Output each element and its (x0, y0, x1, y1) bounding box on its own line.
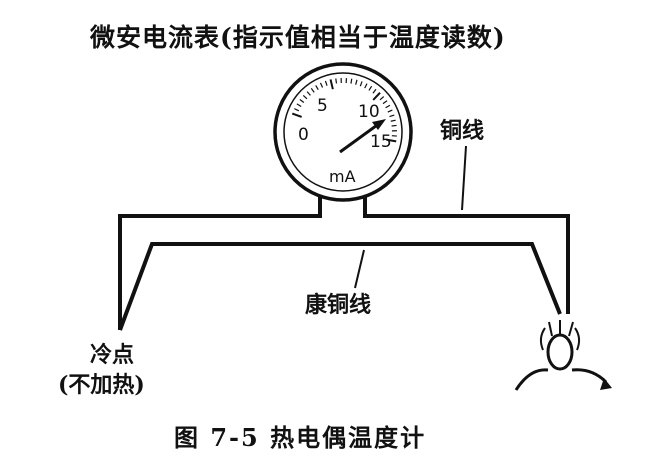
heat-mark-right (568, 321, 574, 337)
scale-label-0: 0 (298, 125, 309, 145)
scale-tick (324, 80, 328, 86)
heat-mark-left (548, 321, 553, 337)
scale-label-10: 10 (358, 102, 380, 122)
scale-tick (359, 81, 363, 87)
cold-junction-label: 冷点 (90, 342, 134, 368)
scale-tick (294, 108, 300, 112)
scale-tick (382, 100, 388, 105)
meter-case (273, 62, 413, 202)
burner-outline (514, 368, 608, 391)
figure-caption: 图 7-5 热电偶温度计 (174, 423, 426, 452)
scale-tick (350, 78, 353, 84)
scale-tick (368, 85, 373, 91)
scale-tick (329, 79, 334, 90)
scale-tick (302, 94, 308, 100)
scale-tick (372, 92, 381, 101)
flame-left (539, 327, 546, 351)
burner-arrow (600, 378, 612, 390)
constantan-wire (118, 242, 562, 331)
scale-tick (390, 119, 396, 122)
hot-junction (514, 320, 612, 391)
junction-bead (546, 333, 574, 371)
scale-label-15: 15 (370, 132, 392, 152)
scale-label-5: 5 (317, 96, 328, 116)
constantan-wire-label: 康铜线 (305, 292, 371, 318)
meter-needle (339, 121, 381, 154)
copper-label-leader (461, 145, 467, 211)
scale-tick (385, 104, 391, 109)
scale-tick (386, 138, 397, 143)
scale-tick (389, 114, 395, 118)
scale-tick (391, 124, 397, 127)
scale-tick (319, 82, 324, 88)
meter-dial-rim (283, 72, 403, 192)
scale-tick (355, 79, 358, 85)
figure-title: 微安电流表(指示值相当于温度读数) (89, 23, 506, 52)
scale-tick (364, 83, 368, 89)
meter-unit: mA (329, 167, 356, 186)
flame-right (574, 327, 581, 351)
scale-tick (299, 99, 305, 103)
scale-tick (387, 109, 393, 113)
scale-tick (291, 112, 302, 118)
cold-junction-note: (不加热) (58, 372, 145, 398)
constantan-label-leader (354, 249, 365, 289)
scale-tick (372, 88, 377, 94)
needle-arrowhead (372, 119, 386, 130)
scale-tick (310, 87, 315, 93)
scale-tick (379, 96, 385, 101)
microammeter: 0 5 10 15 mA (273, 62, 413, 202)
copper-wire-label: 铜线 (440, 118, 484, 144)
meter-scale-ticks (291, 78, 397, 143)
scale-tick (296, 103, 302, 108)
scale-tick (335, 78, 338, 84)
scale-tick (306, 91, 311, 96)
scale-tick (315, 85, 319, 91)
